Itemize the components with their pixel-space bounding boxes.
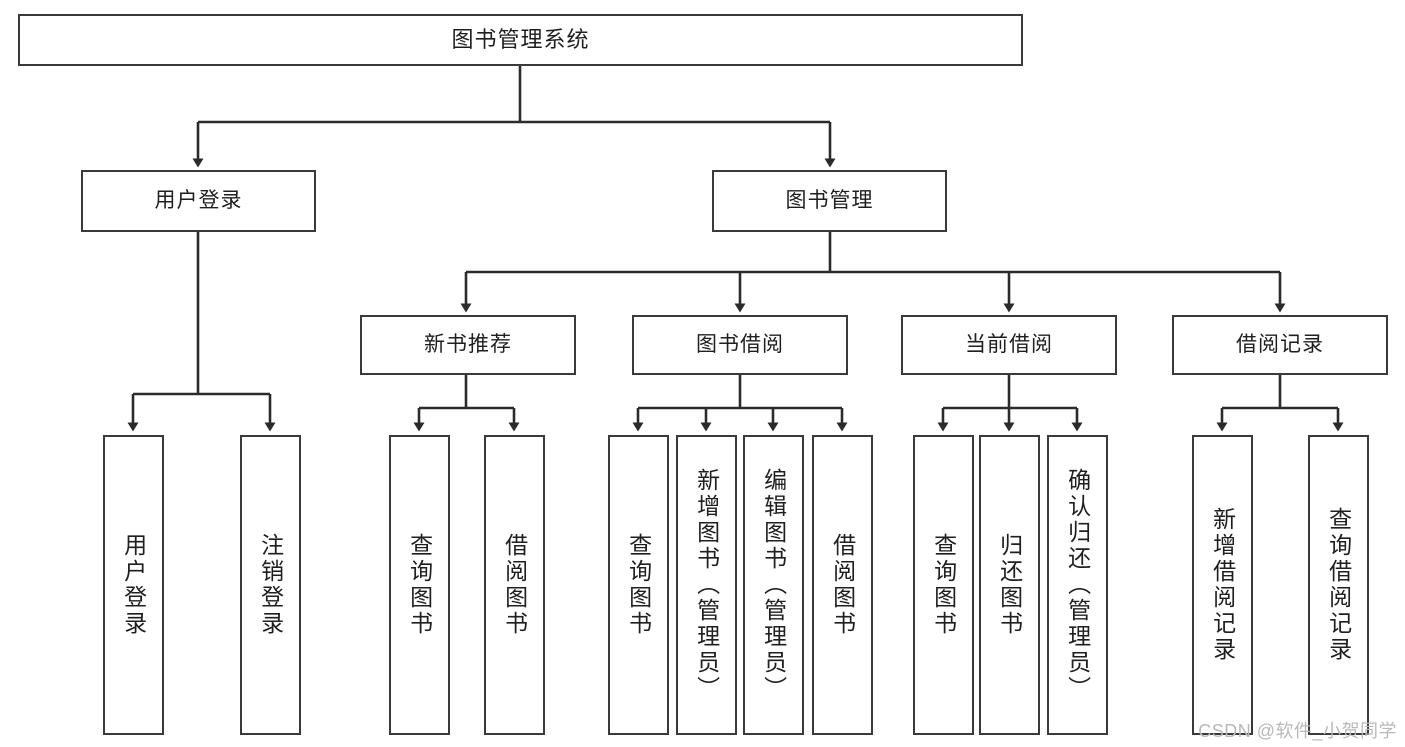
node-label: 新增借阅记录 [1209, 507, 1236, 663]
node-label: 用户登录 [154, 188, 243, 212]
node-user-login[interactable]: 用户登录 [81, 170, 316, 232]
node-label: 注销登录 [257, 533, 284, 637]
leaf-query-book-borrow[interactable]: 查询图书 [608, 435, 669, 735]
leaf-borrow-book-recommend[interactable]: 借阅图书 [484, 435, 545, 735]
node-label: 用户登录 [120, 533, 147, 637]
node-label: 图书借阅 [696, 332, 784, 356]
watermark: CSDN @软件_小贺同学 [1198, 721, 1397, 741]
node-label: 查询图书 [930, 533, 957, 637]
leaf-query-book-recommend[interactable]: 查询图书 [389, 435, 450, 735]
leaf-user-login[interactable]: 用户登录 [103, 435, 164, 735]
leaf-add-borrow-record[interactable]: 新增借阅记录 [1192, 435, 1253, 735]
node-label: 借阅图书 [501, 533, 528, 637]
node-borrow-record[interactable]: 借阅记录 [1172, 315, 1388, 375]
leaf-borrow-book[interactable]: 借阅图书 [812, 435, 873, 735]
node-label: 图书管理 [785, 188, 874, 212]
node-label: 编辑图书（管理员） [760, 468, 787, 702]
leaf-logout[interactable]: 注销登录 [240, 435, 301, 735]
node-label: 确认归还（管理员） [1064, 468, 1091, 702]
node-label: 查询借阅记录 [1325, 507, 1352, 663]
leaf-query-borrow-record[interactable]: 查询借阅记录 [1308, 435, 1369, 735]
node-current-borrow[interactable]: 当前借阅 [901, 315, 1117, 375]
node-new-book-recommend[interactable]: 新书推荐 [360, 315, 576, 375]
node-label: 图书管理系统 [451, 27, 590, 53]
node-label: 当前借阅 [965, 332, 1053, 356]
leaf-return-book[interactable]: 归还图书 [979, 435, 1040, 735]
node-book-borrow[interactable]: 图书借阅 [632, 315, 848, 375]
node-label: 借阅记录 [1236, 332, 1324, 356]
node-root-book-management-system[interactable]: 图书管理系统 [18, 14, 1023, 66]
leaf-edit-book-admin[interactable]: 编辑图书（管理员） [743, 435, 804, 735]
leaf-query-book-current[interactable]: 查询图书 [913, 435, 974, 735]
node-label: 归还图书 [996, 533, 1023, 637]
node-label: 新增图书（管理员） [693, 468, 720, 702]
leaf-add-book-admin[interactable]: 新增图书（管理员） [676, 435, 737, 735]
node-label: 借阅图书 [829, 533, 856, 637]
node-label: 新书推荐 [424, 332, 512, 356]
node-book-management[interactable]: 图书管理 [712, 170, 947, 232]
node-label: 查询图书 [406, 533, 433, 637]
node-label: 查询图书 [625, 533, 652, 637]
leaf-confirm-return-admin[interactable]: 确认归还（管理员） [1047, 435, 1108, 735]
